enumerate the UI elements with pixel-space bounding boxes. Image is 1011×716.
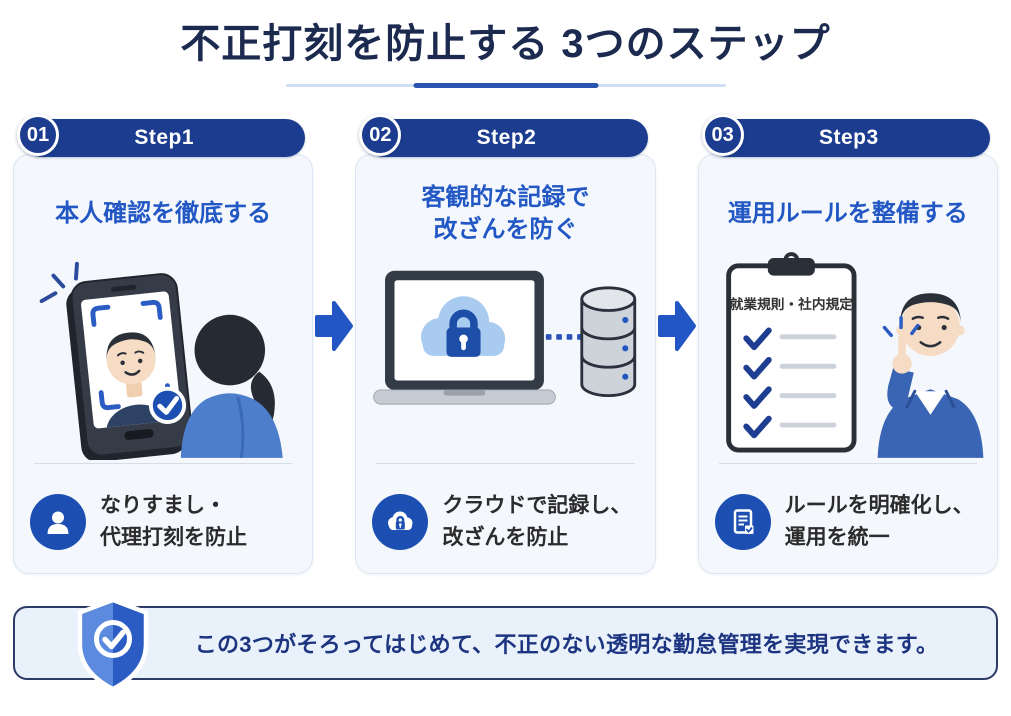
person-icon <box>30 493 86 550</box>
step-3-point-text: ルールを明確化し、 運用を統一 <box>784 494 974 549</box>
database-icon <box>580 286 637 398</box>
check-marks <box>742 327 772 439</box>
step-3-heading: 運用ルールを整備する <box>711 181 985 247</box>
step-2-pill: Step2 <box>365 119 648 157</box>
rules-checklist-illustration: 就業規則・社内規定 <box>711 247 985 461</box>
shield-check-icon <box>77 597 149 692</box>
tablet-device <box>66 273 193 460</box>
step-3-column: Step3 03 運用ルールを整備する 就業規則・社内規定 <box>697 114 998 574</box>
cloud-lock-icon <box>421 296 506 357</box>
presenter-man <box>877 293 984 458</box>
underline-dark-bar <box>413 83 598 88</box>
step-1-card: 本人確認を徹底する <box>13 154 314 574</box>
clipboard-presenter-graphic: 就業規則・社内規定 <box>725 252 984 458</box>
step-3-heading-line1: 運用ルールを整備する <box>727 199 968 227</box>
step-1-heading: 本人確認を徹底する <box>26 181 300 247</box>
step-2-header: Step2 02 <box>355 114 655 162</box>
step-1-pill: Step1 <box>23 119 306 157</box>
step-1-number-badge: 01 <box>17 114 59 156</box>
checklist-title: 就業規則・社内規定 <box>729 296 853 312</box>
step-2-footer: クラウドで記録し、 改ざんを防止 <box>368 477 642 559</box>
page-title: 不正打刻を防止する 3つのステップ <box>180 22 831 66</box>
title-underline <box>285 83 726 89</box>
arrow-right-icon <box>657 301 696 351</box>
clipboard-checklist: 就業規則・社内規定 <box>725 252 857 453</box>
step-2-heading-line2: 改ざんを防ぐ <box>433 216 578 243</box>
laptop-device <box>373 270 557 405</box>
step-1-column: Step1 01 本人確認を徹底する <box>13 114 314 574</box>
woman-from-behind <box>180 314 283 459</box>
steps-row: Step1 01 本人確認を徹底する <box>0 114 1011 574</box>
step-2-number-badge: 02 <box>359 114 402 156</box>
step-3-header: Step3 03 <box>698 114 998 162</box>
document-check-icon <box>714 493 771 550</box>
check-badge-icon <box>148 386 187 424</box>
step-2-point-text: クラウドで記録し、 改ざんを防止 <box>442 494 632 549</box>
conclusion-text: この3つがそろってはじめて、不正のない透明な勤怠管理を実現できます。 <box>194 632 939 657</box>
step-1-heading-line1: 本人確認を徹底する <box>55 199 272 227</box>
step-3-card: 運用ルールを整備する 就業規則・社内規定 <box>697 154 998 574</box>
card-divider <box>376 463 635 464</box>
checklist-lines <box>779 334 837 428</box>
dotted-link <box>546 334 584 340</box>
cloud-record-illustration <box>368 247 642 461</box>
step-2-heading-line1: 客観的な記録で <box>421 183 590 211</box>
step-1-header: Step1 01 <box>13 114 313 162</box>
sparkle-icon <box>882 316 920 338</box>
step-2-column: Step2 02 客観的な記録で 改ざんを防ぐ <box>355 114 656 574</box>
conclusion-banner: この3つがそろってはじめて、不正のない透明な勤怠管理を実現できます。 <box>13 597 998 692</box>
arrow-right-icon <box>315 301 354 351</box>
step-2-card: 客観的な記録で 改ざんを防ぐ <box>355 154 656 574</box>
step-3-number-badge: 03 <box>701 114 744 156</box>
arrow-gap-1 <box>313 114 355 574</box>
cloud-lock-icon <box>372 493 429 550</box>
step-3-footer: ルールを明確化し、 運用を統一 <box>711 477 985 559</box>
card-divider <box>34 463 293 464</box>
infographic-page: 不正打刻を防止する 3つのステップ Step1 01 本人確認を徹底する <box>0 20 1011 716</box>
step-1-footer: なりすまし・ 代理打刻を防止 <box>26 477 300 559</box>
step-1-point-text: なりすまし・ 代理打刻を防止 <box>100 494 247 549</box>
step-3-pill: Step3 <box>707 119 990 157</box>
step-2-heading: 客観的な記録で 改ざんを防ぐ <box>368 181 642 247</box>
laptop-cloud-database-graphic <box>373 270 637 405</box>
arrow-gap-2 <box>656 114 698 574</box>
tablet-face-scan-graphic <box>39 261 283 460</box>
card-divider <box>718 463 977 464</box>
face-recognition-illustration <box>26 247 300 461</box>
sparkle-icon <box>39 261 79 304</box>
